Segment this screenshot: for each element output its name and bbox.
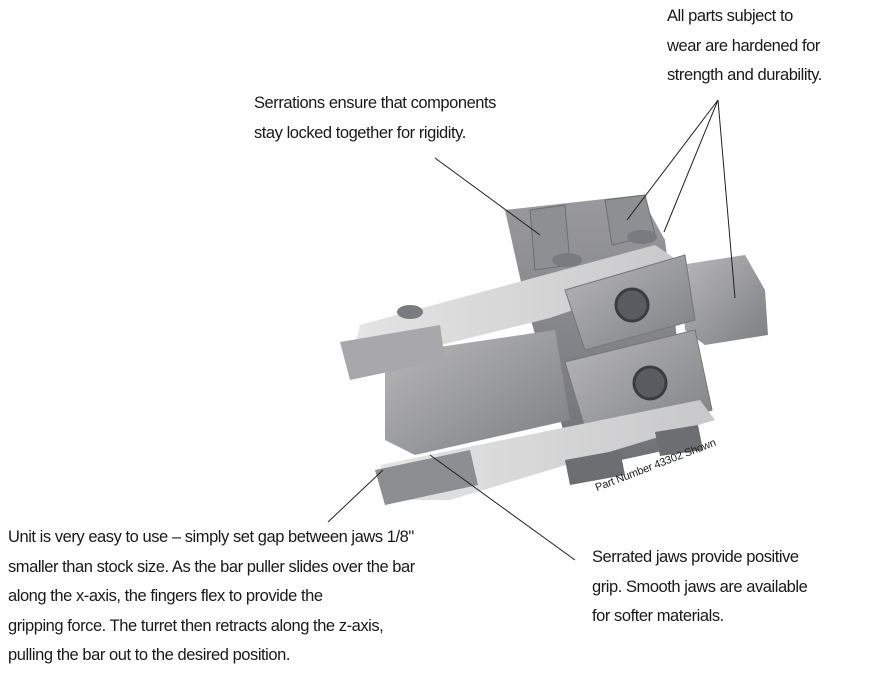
serrated-insert-bottom-right bbox=[655, 425, 703, 456]
lower-finger-tip bbox=[375, 450, 478, 505]
upper-finger-tip bbox=[340, 325, 445, 380]
callout-jaws: Serrated jaws provide positive grip. Smo… bbox=[592, 548, 808, 625]
button-screw-icon bbox=[627, 230, 657, 244]
jaw-screw-lower-icon bbox=[632, 365, 668, 401]
button-screw-icon bbox=[552, 253, 582, 267]
button-screw-icon bbox=[397, 305, 423, 319]
square-stock-bar bbox=[680, 255, 768, 345]
callout-hardened: All parts subject to wear are hardened f… bbox=[667, 7, 822, 84]
serrated-insert-bottom bbox=[565, 450, 625, 485]
jaw-screw-upper-icon bbox=[614, 287, 650, 323]
callout-serrations: Serrations ensure that components stay l… bbox=[254, 94, 496, 142]
leader-lines bbox=[327, 99, 736, 561]
callout-usage: Unit is very easy to use – simply set ga… bbox=[8, 528, 415, 664]
